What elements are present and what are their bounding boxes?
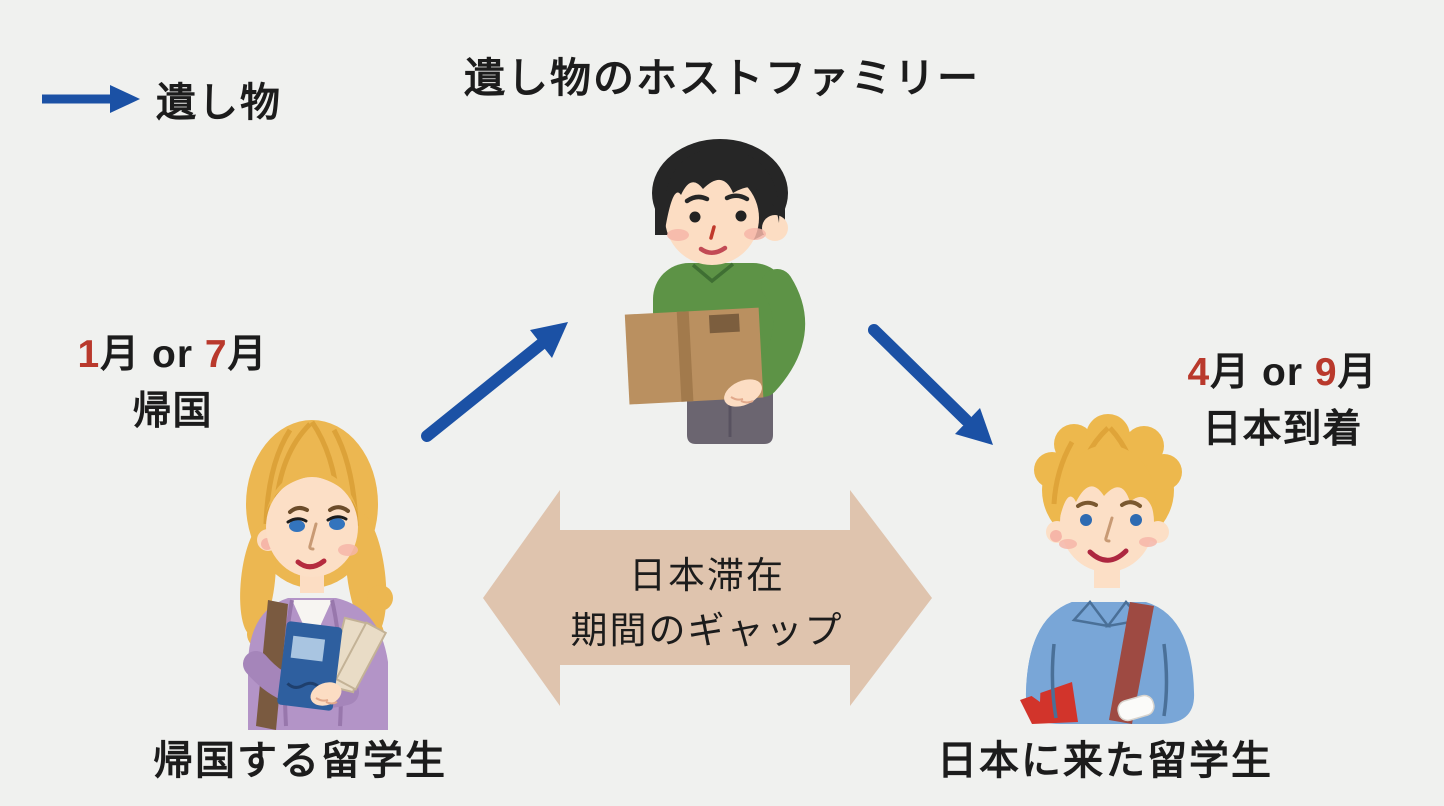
flow-arrow-up-icon xyxy=(421,322,568,442)
arriving-student-caption: 日本に来た留学生 xyxy=(937,739,1273,783)
diagram-title: 遺し物のホストファミリー xyxy=(464,55,980,101)
departure-date-line1: 1月 or 7月 xyxy=(77,333,268,376)
gap-arrow-label-line1: 日本滞在 xyxy=(629,555,785,596)
departing-student-illustration xyxy=(240,420,393,730)
legend-label: 遺し物 xyxy=(156,81,282,125)
arrival-date-line2: 日本到着 xyxy=(1202,408,1363,451)
arrival-date-note: 4月 or 9月 日本到着 xyxy=(1140,344,1425,458)
arrival-date-line1: 4月 or 9月 xyxy=(1187,351,1378,394)
legend-arrow-icon xyxy=(42,85,140,113)
departing-student-caption: 帰国する留学生 xyxy=(153,739,447,783)
red-bag-icon xyxy=(1020,682,1078,724)
paper-in-hand-icon xyxy=(1117,694,1155,722)
legend: 遺し物 xyxy=(40,70,282,128)
host-family-illustration xyxy=(624,139,806,444)
arriving-student-illustration xyxy=(1020,414,1195,724)
gap-arrow-label: 日本滞在 期間のギャップ xyxy=(477,548,937,658)
departure-date-note: 1月 or 7月 帰国 xyxy=(30,326,315,440)
gap-double-arrow xyxy=(483,490,932,706)
bag-strap xyxy=(1109,602,1154,724)
cardboard-box-icon xyxy=(624,307,764,405)
gap-arrow-label-line2: 期間のギャップ xyxy=(570,610,844,651)
flow-arrow-down-icon xyxy=(868,324,993,445)
departure-date-line2: 帰国 xyxy=(132,390,213,433)
